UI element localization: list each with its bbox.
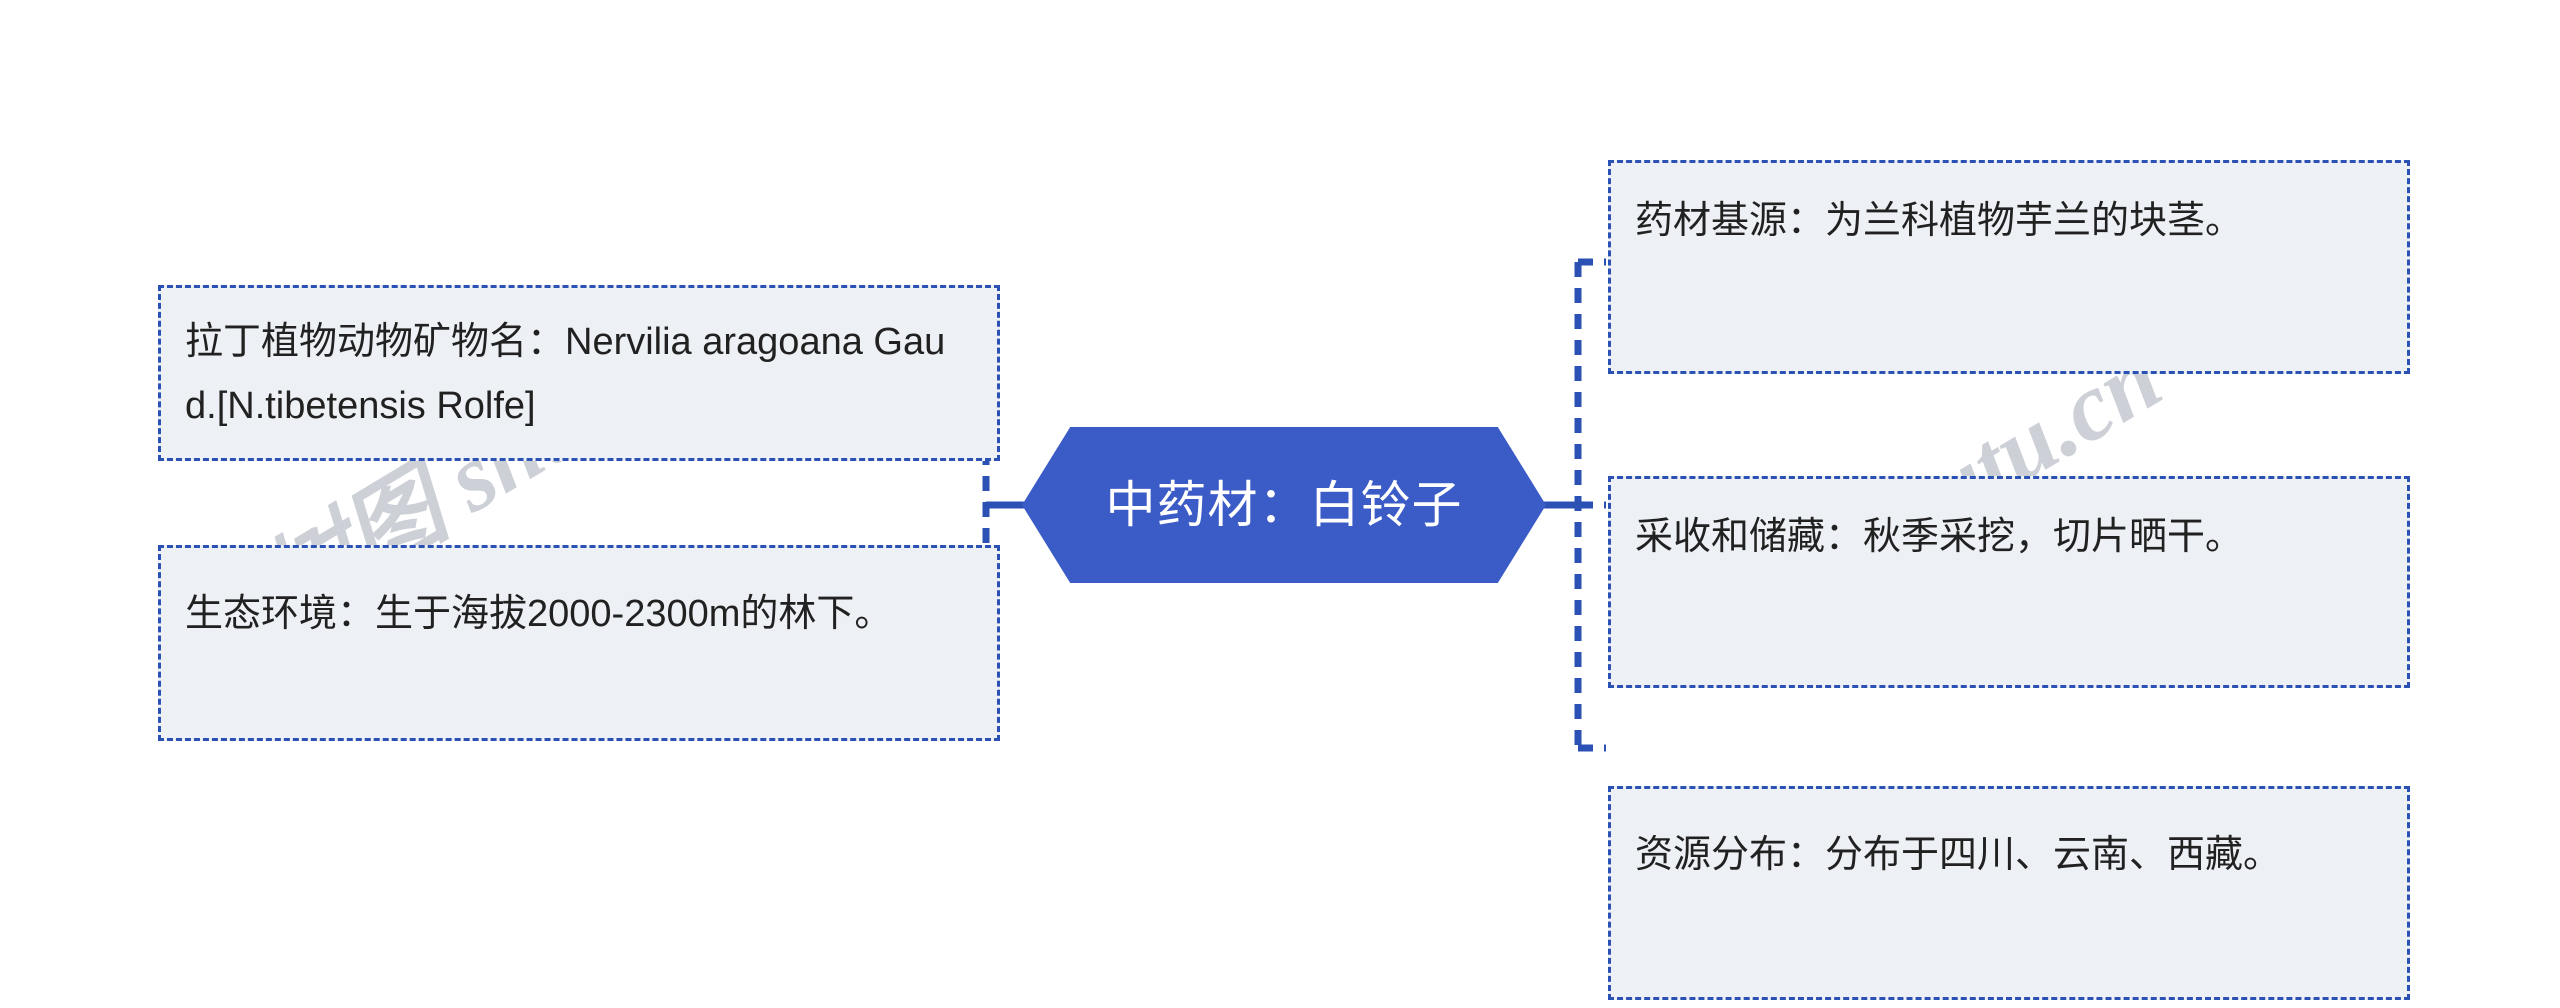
central-node-hexagon-shape [1022, 427, 1546, 583]
branch-node-source-label: 药材基源：为兰科植物芋兰的块茎。 [1635, 200, 2244, 242]
central-node-label: 中药材：白铃子 [1105, 477, 1463, 533]
branch-node-harvest[interactable]: 采收和储藏：秋季采挖，切片晒干。 [1608, 476, 2410, 688]
branch-node-harvest-label: 采收和储藏：秋季采挖，切片晒干。 [1635, 516, 2244, 558]
branch-node-latin-name[interactable]: 拉丁植物动物矿物名：Nervilia aragoana Gaud.[N.tibe… [158, 285, 1000, 461]
branch-node-latin-name-label: 拉丁植物动物矿物名：Nervilia aragoana Gaud.[N.tibe… [185, 321, 946, 427]
branch-node-source[interactable]: 药材基源：为兰科植物芋兰的块茎。 [1608, 160, 2410, 374]
branch-node-habitat[interactable]: 生态环境：生于海拔2000-2300m的林下。 [158, 545, 1000, 741]
branch-node-habitat-label: 生态环境：生于海拔2000-2300m的林下。 [185, 593, 893, 635]
central-node[interactable]: 中药材：白铃子 [1022, 427, 1546, 583]
branch-node-distribution[interactable]: 资源分布：分布于四川、云南、西藏。 [1608, 786, 2410, 1000]
branch-node-distribution-label: 资源分布：分布于四川、云南、西藏。 [1635, 834, 2282, 876]
